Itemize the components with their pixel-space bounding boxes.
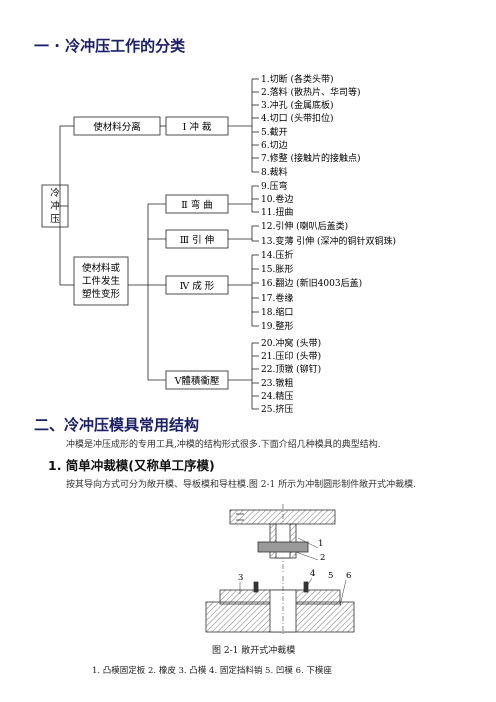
- tree-root-char-1: 冷: [50, 187, 60, 199]
- group-deformation-line-1: 使材料或: [82, 262, 121, 274]
- leaf-6: 6.切边: [261, 140, 288, 151]
- figure-legend: 1. 凸模固定板 2. 橡皮 3. 凸模 4. 固定挡料销 5. 凹模 6. 下…: [92, 666, 332, 676]
- leaf-1: 1.切断 (各类头带): [261, 73, 333, 85]
- leaf-19: 19.整形: [261, 320, 293, 332]
- leaf-3: 3.冲孔 (金属底板): [261, 99, 333, 111]
- punch-plate-shape: [229, 509, 336, 525]
- group-deformation-line-3: 塑性变形: [82, 288, 121, 300]
- callout-2: 2: [320, 553, 325, 563]
- leaf-7: 7.修整 (接触片的接触点): [261, 152, 360, 164]
- leaf-5: 5.截开: [261, 126, 288, 138]
- cat1-label: Ⅰ 冲 裁: [183, 121, 212, 133]
- tree-root-char-2: 冲: [50, 200, 60, 212]
- stop-pin-shape: [253, 581, 259, 593]
- intro-paragraph: 冲模是冲压成形的专用工具,冲模的结构形式很多.下面介绍几种模具的典型结构.: [66, 440, 381, 450]
- callout-3: 3: [238, 573, 243, 583]
- callout-4: 4: [310, 569, 315, 579]
- leaf-20: 20.冲窝 (头带): [261, 337, 321, 349]
- leaf-23: 23.镦粗: [261, 377, 293, 389]
- figure-caption: 图 2-1 敞开式冲裁模: [212, 646, 296, 656]
- leaf-24: 24.精压: [261, 390, 293, 402]
- group-deformation-box: [73, 256, 129, 306]
- leaf-22: 22.顶镦 (铆钉): [261, 363, 321, 375]
- group-deformation-line-2: 工件发生: [82, 275, 121, 287]
- rubber-shape: [257, 541, 309, 553]
- cat3-label: Ⅲ 引 伸: [180, 234, 214, 246]
- leaf-25: 25.挤压: [261, 403, 293, 415]
- group-separation-label: 使材料分离: [93, 121, 141, 133]
- die-drawing: 1 2 3 4 5 6: [205, 504, 355, 636]
- leaf-14: 14.压折: [261, 249, 293, 261]
- subsection-heading: 1. 简单冲裁模(又称单工序模): [48, 458, 215, 473]
- leaf-11: 11.扭曲: [261, 206, 293, 218]
- description-paragraph: 按其导向方式可分为敞开模、导板模和导柱模.图 2-1 所示为冲制圆形制件敞开式冲…: [66, 480, 416, 490]
- tree-root-char-3: 压: [50, 214, 60, 225]
- leaf-15: 15.胀形: [261, 263, 293, 275]
- cat2-label: Ⅱ 弯 曲: [181, 199, 213, 211]
- leaf-18: 18.缩口: [261, 306, 293, 318]
- leaf-13: 13.变薄 引伸 (深冲的铜针双铜珠): [261, 235, 396, 247]
- leaf-10: 10.卷边: [261, 193, 293, 205]
- cat5-label: Ⅴ體積衝壓: [174, 375, 220, 387]
- classification-tree: 冷 冲 压 使材料分离 使材料或 工件发生 塑性变形 Ⅰ 冲 裁 Ⅱ 弯 曲 Ⅲ…: [41, 73, 396, 415]
- section-heading-2: 二、冷冲压模具常用结构: [34, 416, 200, 434]
- leaf-16: 16.翻边 (新旧4003后盖): [261, 277, 362, 289]
- leaf-9: 9.压弯: [261, 180, 288, 192]
- section-heading-1: 一 · 冷冲压工作的分类: [34, 37, 186, 55]
- leaf-4: 4.切口 (头带扣位): [261, 112, 333, 124]
- leaf-12: 12.引伸 (喇叭后盖类): [261, 220, 348, 232]
- leaf-8: 8.裁料: [261, 166, 288, 178]
- leaf-21: 21.压印 (头带): [261, 350, 321, 362]
- leaf-17: 17.卷缘: [261, 292, 293, 304]
- callout-1: 1: [318, 539, 323, 549]
- leaf-2: 2.落料 (散热片、华司等): [261, 86, 360, 98]
- callout-6: 6: [346, 571, 351, 581]
- cat4-label: Ⅳ 成 形: [180, 280, 215, 292]
- callout-5: 5: [328, 571, 333, 581]
